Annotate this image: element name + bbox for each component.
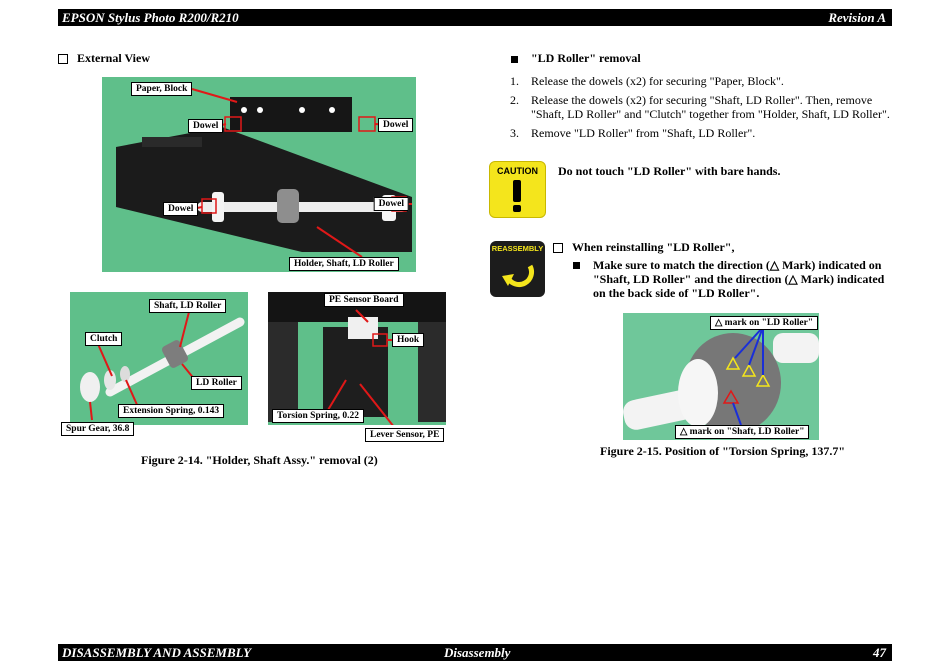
pe-sensor-drawing <box>268 292 446 425</box>
label-clutch: Clutch <box>85 332 123 346</box>
roller-mark-drawing <box>623 326 819 433</box>
shaft-parts-photo: Shaft, LD Roller Clutch LD Roller Extens… <box>70 292 248 425</box>
label-dowel: Dowel <box>373 197 409 211</box>
label-extension-spring: Extension Spring, 0.143 <box>118 404 225 418</box>
footer-chapter: DISASSEMBLY AND ASSEMBLY <box>62 645 252 660</box>
label-mark-ld-roller: △ mark on "LD Roller" <box>710 316 819 330</box>
holder-assembly-drawing <box>116 88 412 258</box>
caution-text: Do not touch "LD Roller" with bare hands… <box>558 164 781 178</box>
label-spur-gear: Spur Gear, 36.8 <box>61 422 135 436</box>
ld-roller-removal-heading: "LD Roller" removal <box>511 51 641 66</box>
holder-assembly-photo: Paper, Block Dowel Dowel Dowel Dowel Hol… <box>102 77 416 272</box>
external-view-heading: External View <box>58 51 150 66</box>
label-hook: Hook <box>392 333 425 347</box>
label-ld-roller: LD Roller <box>191 376 242 390</box>
label-dowel: Dowel <box>188 119 224 133</box>
page-footer: DISASSEMBLY AND ASSEMBLY Disassembly 47 <box>58 644 892 661</box>
bullet-square-icon <box>511 55 518 63</box>
label-torsion-spring: Torsion Spring, 0.22 <box>272 409 365 423</box>
header-revision: Revision A <box>828 10 886 25</box>
footer-page-number: 47 <box>873 645 886 660</box>
shaft-parts-drawing <box>80 307 245 421</box>
label-dowel: Dowel <box>163 202 199 216</box>
label-holder-shaft: Holder, Shaft, LD Roller <box>289 257 399 271</box>
reassembly-bullet: Make sure to match the direction (△ Mark… <box>573 258 889 300</box>
figure-caption-2-15: Figure 2-15. Position of "Torsion Spring… <box>600 444 846 458</box>
roller-mark-photo: △ mark on "LD Roller" △ mark on "Shaft, … <box>623 313 819 440</box>
figure-caption-2-14: Figure 2-14. "Holder, Shaft Assy." remov… <box>141 453 378 467</box>
bullet-square-icon <box>573 262 580 269</box>
label-pe-sensor-board: PE Sensor Board <box>324 293 404 307</box>
pe-sensor-photo: PE Sensor Board Hook Torsion Spring, 0.2… <box>268 292 446 425</box>
caution-icon: CAUTION <box>489 161 546 218</box>
header-title: EPSON Stylus Photo R200/R210 <box>62 10 239 25</box>
checkbox-square-icon <box>58 54 68 65</box>
label-paper-block: Paper, Block <box>131 82 193 96</box>
label-shaft-ld-roller: Shaft, LD Roller <box>149 299 227 313</box>
reassembly-icon: REASSEMBLY <box>490 241 545 297</box>
footer-section: Disassembly <box>444 645 511 660</box>
return-arrow-icon <box>502 264 535 288</box>
checkbox-square-icon <box>553 243 563 254</box>
reassembly-heading: When reinstalling "LD Roller", <box>553 240 734 255</box>
label-lever-sensor: Lever Sensor, PE <box>365 428 445 442</box>
label-dowel: Dowel <box>378 118 414 132</box>
page-header: EPSON Stylus Photo R200/R210 Revision A <box>58 9 892 26</box>
label-mark-shaft: △ mark on "Shaft, LD Roller" <box>675 425 810 439</box>
